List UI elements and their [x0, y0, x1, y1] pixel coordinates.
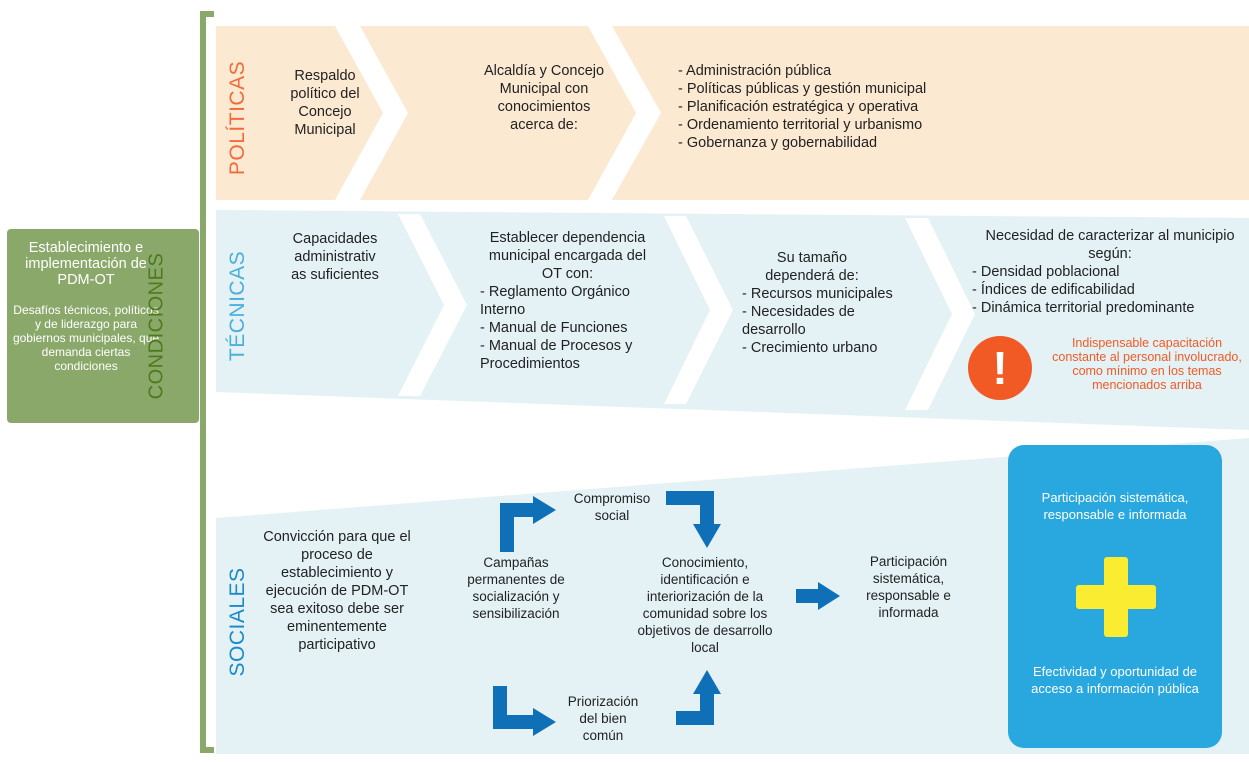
- tecnicas-step3-title: Su tamaño dependerá de:: [765, 250, 859, 284]
- sociales-priorizacion: Priorización del bien común: [567, 694, 639, 743]
- result-box-bottom: Efectividad y oportunidad de acceso a in…: [1031, 664, 1199, 696]
- tecnicas-chevron-1: [398, 214, 467, 396]
- arrow-to-compromiso: [500, 503, 536, 552]
- arrow-from-priorizacion: [676, 690, 714, 725]
- tecnicas-step3-item: - Recursos municipales: [742, 286, 893, 302]
- politicas-list-item: - Políticas públicas y gestión municipal: [678, 81, 927, 97]
- tecnicas-step2: Establecer dependencia municipal encarga…: [480, 229, 655, 373]
- arrow-to-priorizacion: [493, 686, 536, 729]
- left-title: Establecimiento e implementación de PDM-…: [25, 240, 147, 288]
- tecnicas-step1: Capacidades administrativ as suficientes: [291, 231, 379, 283]
- politicas-list: - Administración pública - Políticas púb…: [678, 62, 978, 152]
- arrow-to-compromiso-head: [533, 496, 556, 524]
- tecnicas-step2-title: Establecer dependencia municipal encarga…: [488, 230, 647, 282]
- tecnicas-step2-item: - Manual de Procesos y Procedimientos: [480, 338, 633, 372]
- arrow-from-compromiso: [666, 491, 714, 528]
- politicas-step2: Alcaldía y Concejo Municipal con conocim…: [483, 63, 605, 133]
- left-summary-box: [7, 229, 199, 423]
- politicas-list-item: - Ordenamiento territorial y urbanismo: [678, 117, 923, 133]
- exclamation-icon: !: [968, 336, 1032, 400]
- tecnicas-step2-item: - Manual de Funciones: [480, 320, 628, 336]
- arrow-from-compromiso-head: [693, 524, 721, 548]
- arrow-to-priorizacion-head: [533, 708, 556, 736]
- politicas-step1: Respaldo político del Concejo Municipal: [290, 68, 360, 138]
- sociales-participacion: Participación sistemática, responsable e…: [866, 554, 951, 620]
- tecnicas-step4-title: Necesidad de caracterizar al municipio s…: [985, 228, 1235, 262]
- tecnicas-step3: Su tamaño dependerá de: - Recursos munic…: [742, 249, 912, 357]
- tecnicas-chevron-3: [905, 218, 975, 410]
- condiciones-label: CONDICIONES: [145, 252, 168, 400]
- tecnicas-step4-item: - Densidad poblacional: [972, 264, 1120, 280]
- plus-icon-vertical: [1104, 557, 1128, 637]
- politicas-label: POLÍTICAS: [226, 60, 249, 176]
- left-description: Desafíos técnicos, políticos y de lidera…: [12, 303, 160, 373]
- tecnicas-chevron-2: [664, 216, 733, 404]
- sociales-label: SOCIALES: [226, 567, 249, 677]
- tecnicas-step3-item: - Necesidades de desarrollo: [742, 304, 855, 338]
- politicas-chevron-1: [335, 26, 408, 200]
- sociales-compromiso: Compromiso social: [573, 491, 651, 523]
- result-box-top: Participación sistemática, responsable e…: [1041, 490, 1189, 522]
- politicas-list-item: - Gobernanza y gobernabilidad: [678, 135, 878, 151]
- alert-note: Indispensable capacitación constante al …: [1052, 336, 1242, 392]
- politicas-list-item: - Planificación estratégica y operativa: [678, 99, 919, 115]
- politicas-list-item: - Administración pública: [678, 63, 832, 79]
- sociales-conviccion: Convicción para que el proceso de establ…: [263, 529, 411, 653]
- politicas-chevron-2: [588, 26, 661, 200]
- tecnicas-step3-item: - Crecimiento urbano: [742, 340, 878, 356]
- tecnicas-step4: Necesidad de caracterizar al municipio s…: [972, 227, 1248, 317]
- sociales-conocimiento: Conocimiento, identificación e interiori…: [637, 555, 773, 655]
- tecnicas-step4-item: - Dinámica territorial predominante: [972, 300, 1195, 316]
- tecnicas-label: TÉCNICAS: [226, 250, 249, 362]
- tecnicas-step4-item: - Índices de edificabilidad: [972, 282, 1135, 298]
- tecnicas-step2-item: - Reglamento Orgánico Interno: [480, 284, 630, 318]
- sociales-campanas: Campañas permanentes de socialización y …: [467, 555, 565, 621]
- sociales-band: [216, 438, 1249, 754]
- arrow-from-priorizacion-head: [693, 670, 721, 694]
- condiciones-bracket: [200, 11, 214, 753]
- arrow-to-participacion-head: [818, 582, 840, 610]
- politicas-band: [216, 26, 1249, 200]
